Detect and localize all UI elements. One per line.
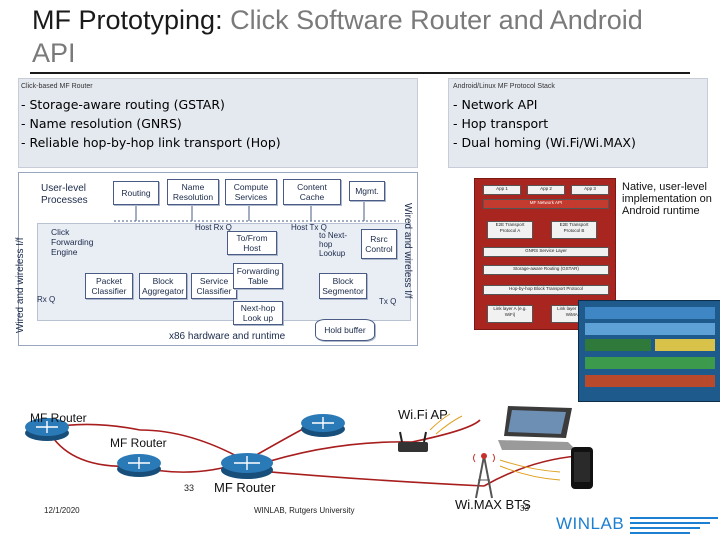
bullet-item: - Storage-aware routing (GSTAR) xyxy=(21,97,225,112)
native-implementation-note: Native, user-level implementation on And… xyxy=(622,181,712,217)
bullet-item: - Network API xyxy=(453,97,538,112)
click-engine-label: Click Forwarding Engine xyxy=(51,227,94,257)
footer-date: 12/1/2020 xyxy=(44,506,80,515)
footer-organization: WINLAB, Rutgers University xyxy=(254,506,355,515)
rsrc-control-block: Rsrc Control xyxy=(361,229,397,259)
routing-block: Routing xyxy=(113,181,159,205)
title-divider xyxy=(30,72,690,74)
slide-title-prefix: MF Prototyping: xyxy=(32,5,223,35)
next-hop-lookup-block: Next-hop Look up xyxy=(233,301,283,325)
stack-hop-layer: Hop-by-hop Block Transport Protocol xyxy=(483,285,609,295)
footer-page-number: 33 xyxy=(520,504,529,513)
content-cache-block: Content Cache xyxy=(283,179,341,205)
page-number-left: 33 xyxy=(184,483,195,493)
stack-app-3: App 3 xyxy=(571,185,609,195)
stack-gnrs-layer: GNRS Service Layer xyxy=(483,247,609,257)
router-icon xyxy=(116,452,162,478)
to-next-hop-label: to Next-hop Lookup xyxy=(319,231,348,258)
slide-title-suffix: Click Software Router and Android API xyxy=(32,5,643,68)
winlab-logo: WINLAB xyxy=(556,514,624,534)
stack-link-a: Link layer A (e.g. WiFi) xyxy=(487,305,533,323)
rx-q-label: Rx Q xyxy=(37,295,56,304)
hold-buffer-block: Hold buffer xyxy=(315,319,375,341)
wifi-access-point-icon xyxy=(396,430,430,454)
laptop-icon xyxy=(494,404,578,452)
service-classifier-block: Service Classifier xyxy=(191,273,237,299)
click-router-caption: Click-based MF Router xyxy=(21,83,93,90)
wireless-waves xyxy=(429,413,561,481)
click-router-panel: Click-based MF Router - Storage-aware ro… xyxy=(18,78,418,168)
android-row xyxy=(655,339,715,351)
right-interface-label: Wired and wireless I/f xyxy=(402,203,413,299)
click-engine-lane xyxy=(37,223,411,321)
android-row xyxy=(585,357,715,369)
wimax-bts-label: Wi.MAX BTS xyxy=(455,497,531,512)
stack-transport-b: E2E Transport Protocol B xyxy=(551,221,597,239)
user-level-label: User-level Processes xyxy=(41,183,88,206)
packet-classifier-block: Packet Classifier xyxy=(85,273,133,299)
android-stack-bullets: - Network API - Hop transport - Dual hom… xyxy=(453,95,636,152)
click-architecture-diagram: User-level Processes Routing Name Resolu… xyxy=(15,172,418,346)
bullet-item: - Dual homing (Wi.Fi/Wi.MAX) xyxy=(453,135,636,150)
mf-router-label-2: MF Router xyxy=(110,436,167,450)
android-stack-caption: Android/Linux MF Protocol Stack xyxy=(453,83,555,90)
left-interface-label: Wired and wireless I/f xyxy=(15,237,26,333)
stack-app-1: App 1 xyxy=(483,185,521,195)
android-architecture-thumbnail xyxy=(578,300,720,402)
name-resolution-block: Name Resolution xyxy=(167,179,219,205)
wimax-tower-icon xyxy=(470,450,498,500)
bullet-item: - Name resolution (GNRS) xyxy=(21,116,182,131)
forwarding-table-block: Forwarding Table xyxy=(233,263,283,289)
mf-router-label-1: MF Router xyxy=(30,411,87,425)
android-stack-panel: Android/Linux MF Protocol Stack - Networ… xyxy=(448,78,708,168)
host-tx-label: Host Tx Q xyxy=(291,223,327,232)
block-segmentor-block: Block Segmentor xyxy=(319,273,367,299)
to-from-host-block: To/From Host xyxy=(227,231,277,255)
click-router-bullets: - Storage-aware routing (GSTAR) - Name r… xyxy=(21,95,281,152)
winlab-logo-text: WINLAB xyxy=(556,514,625,533)
router-icon xyxy=(300,412,346,438)
compute-services-block: Compute Services xyxy=(225,179,277,205)
tx-q-label: Tx Q xyxy=(379,297,397,306)
android-row xyxy=(585,323,715,335)
host-rx-label: Host Rx Q xyxy=(195,223,232,232)
x86-label: x86 hardware and runtime xyxy=(169,331,286,342)
mf-router-label-3: MF Router xyxy=(214,480,276,495)
router-icon xyxy=(220,450,274,480)
winlab-logo-stripes xyxy=(630,517,718,534)
bullet-item: - Reliable hop-by-hop link transport (Ho… xyxy=(21,135,281,150)
stack-transport-a: E2E Transport Protocol A xyxy=(487,221,533,239)
stack-api-layer: MF Network API xyxy=(483,199,609,209)
android-row xyxy=(585,307,715,319)
android-row xyxy=(585,375,715,387)
android-row xyxy=(585,339,651,351)
stack-gstar-layer: Storage-aware Routing (GSTAR) xyxy=(483,265,609,275)
router-icon xyxy=(24,416,70,442)
smartphone-icon xyxy=(570,446,594,490)
slide-title: MF Prototyping: Click Software Router an… xyxy=(32,4,672,70)
wifi-ap-label: Wi.Fi AP xyxy=(398,407,448,422)
bullet-item: - Hop transport xyxy=(453,116,549,131)
stack-app-2: App 2 xyxy=(527,185,565,195)
mgmt-block: Mgmt. xyxy=(349,181,385,201)
block-aggregator-block: Block Aggregator xyxy=(139,273,187,299)
